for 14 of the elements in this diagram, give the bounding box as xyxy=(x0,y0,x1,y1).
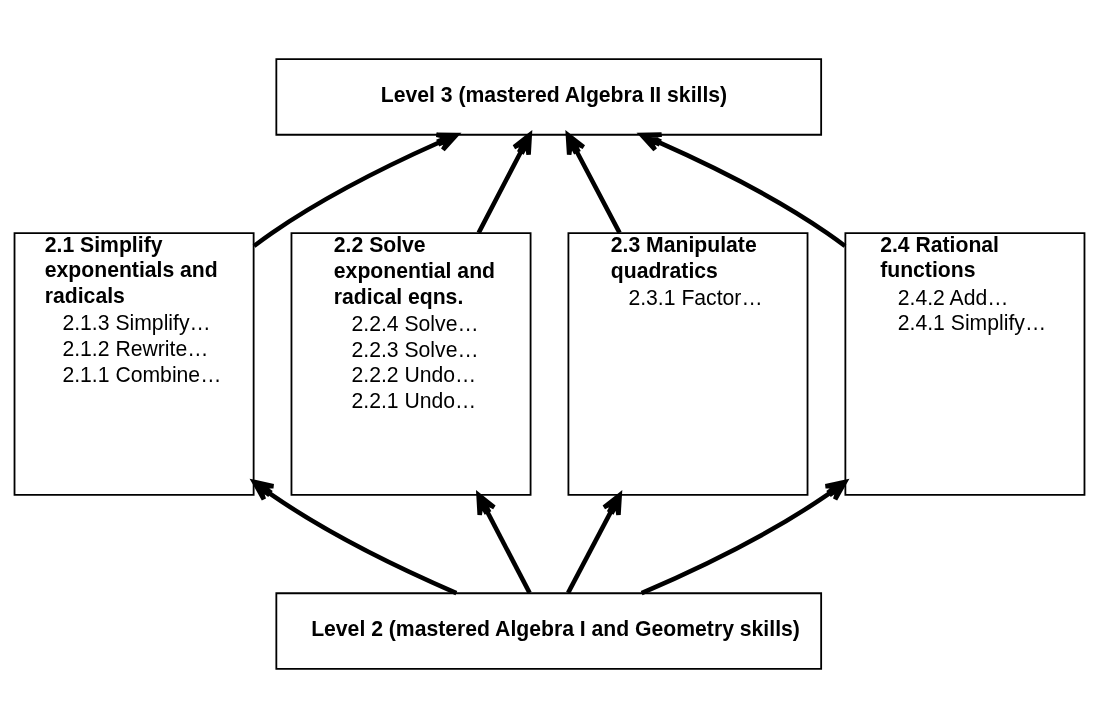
arrow xyxy=(476,492,532,594)
node-box: 2.4 Rational functions 2.4.2 Add… 2.4.1 Simplify… xyxy=(844,231,1086,496)
node-box: 2.2 Solve exponential and radical eqns. 2.2.4 Solve… 2.2.3 Solve… 2.2.2 Undo… 2.2.1 Undo… xyxy=(290,231,532,496)
arrow xyxy=(566,492,622,594)
arrow xyxy=(639,131,847,248)
arrow xyxy=(251,479,458,595)
arrow xyxy=(476,132,533,234)
node-box: 2.1 Simplify exponentials and radicals 2.1.3 Simplify… 2.1.2 Rewrite… 2.1.1 Combine… xyxy=(13,231,255,496)
node-box: Level 2 (mastered Algebra I and Geometry skills) xyxy=(275,591,823,670)
arrow xyxy=(640,479,848,595)
arrow xyxy=(565,132,622,234)
arrow xyxy=(252,132,459,248)
node-box: Level 3 (mastered Algebra II skills) xyxy=(275,57,823,136)
node-box: 2.3 Manipulate quadratics 2.3.1 Factor… xyxy=(567,231,809,496)
